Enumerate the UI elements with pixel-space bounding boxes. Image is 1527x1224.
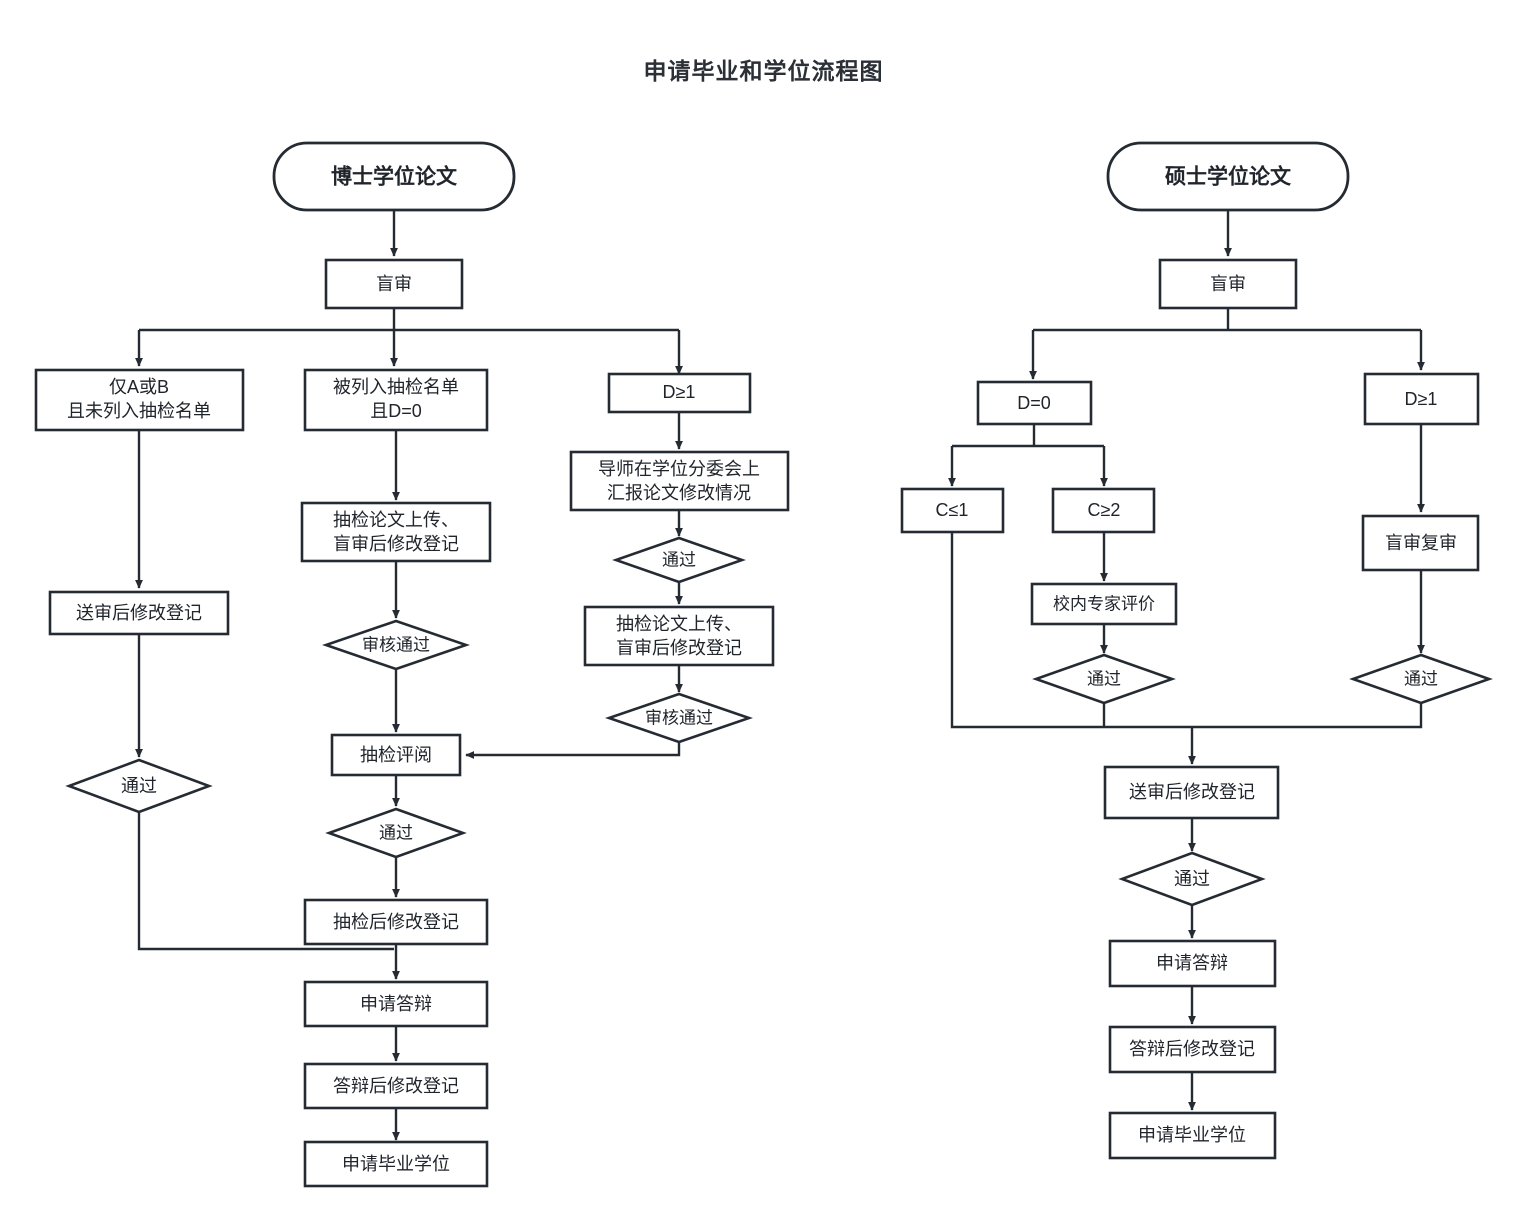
- edge-cle1-join-main: [950, 532, 1192, 729]
- node-label: 通过: [121, 776, 157, 796]
- node-doctoral-branch-a-or-b[interactable]: 仅A或B 且未列入抽检名单: [34, 368, 245, 432]
- node-label: 盲审复审: [1385, 533, 1457, 553]
- node-doctoral-pass-right[interactable]: 通过: [612, 536, 746, 584]
- node-label-line1: 抽检论文上传、: [333, 510, 459, 530]
- node-doctoral-pass-2[interactable]: 通过: [325, 807, 467, 859]
- node-label-line2: 且未列入抽检名单: [67, 401, 211, 421]
- node-label-line2: 且D=0: [370, 401, 422, 421]
- node-label: 通过: [379, 823, 413, 842]
- node-label: 抽检后修改登记: [333, 912, 459, 932]
- edge-pass1-join-main: [137, 812, 394, 951]
- node-label: 通过: [662, 550, 696, 569]
- node-doctoral-apply-defense[interactable]: 申请答辩: [303, 980, 489, 1028]
- node-label: 盲审: [376, 274, 412, 294]
- node-master-blind-review[interactable]: 盲审: [1158, 258, 1298, 310]
- node-doctoral-blind-review[interactable]: 盲审: [324, 258, 464, 310]
- node-label-line1: 被列入抽检名单: [333, 377, 459, 397]
- node-label-line2: 盲审后修改登记: [616, 638, 742, 658]
- node-label: 通过: [1174, 869, 1210, 889]
- node-master-post-defense-edit[interactable]: 答辩后修改登记: [1108, 1025, 1277, 1074]
- node-label: 审核通过: [362, 635, 430, 654]
- node-label-line2: 盲审后修改登记: [333, 534, 459, 554]
- node-master-internal-expert[interactable]: 校内专家评价: [1030, 582, 1178, 626]
- node-label: 送审后修改登记: [76, 603, 202, 623]
- node-doctoral-pass-1[interactable]: 通过: [65, 758, 213, 814]
- node-doctoral-audit-pass-right[interactable]: 审核通过: [604, 692, 754, 744]
- doctoral-flow: 博士学位论文 盲审 仅A或B 且未列入抽检名单 送审后修改登记: [34, 141, 790, 1188]
- node-doctoral-post-sampling-edit[interactable]: 抽检后修改登记: [303, 898, 489, 946]
- node-label: 申请答辩: [360, 994, 432, 1014]
- node-label-line1: 仅A或B: [109, 377, 169, 397]
- node-label: 申请毕业学位: [1138, 1125, 1246, 1145]
- page-title: 申请毕业和学位流程图: [643, 58, 884, 84]
- node-label: D≥1: [1405, 389, 1438, 409]
- node-master-c-le-1[interactable]: C≤1: [900, 487, 1005, 534]
- node-label: 盲审: [1210, 274, 1246, 294]
- node-label: 硕士学位论文: [1165, 165, 1292, 189]
- edge-auditpassright-to-samplingreview: [465, 742, 681, 759]
- node-master-blind-recheck[interactable]: 盲审复审: [1361, 514, 1480, 572]
- node-label: C≥2: [1088, 500, 1121, 520]
- node-label: 审核通过: [645, 708, 713, 727]
- node-label: 申请毕业学位: [342, 1154, 450, 1174]
- node-label: 抽检评阅: [360, 745, 432, 765]
- node-master-d-eq-0[interactable]: D=0: [976, 380, 1093, 426]
- node-doctoral-upload-right[interactable]: 抽检论文上传、 盲审后修改登记: [583, 605, 775, 667]
- node-label: 通过: [1404, 669, 1438, 688]
- node-master-apply-defense[interactable]: 申请答辩: [1108, 939, 1277, 988]
- node-label: C≤1: [936, 500, 969, 520]
- node-label: 博士学位论文: [331, 165, 458, 189]
- node-master-c-ge-2[interactable]: C≥2: [1051, 487, 1156, 534]
- node-doctoral-post-defense-edit[interactable]: 答辩后修改登记: [303, 1062, 489, 1110]
- node-label: 送审后修改登记: [1129, 782, 1255, 802]
- node-label: D≥1: [663, 382, 696, 402]
- node-master-pass-expert[interactable]: 通过: [1032, 653, 1176, 705]
- node-doctoral-branch-d-ge-1[interactable]: D≥1: [607, 372, 752, 414]
- node-label: 答辩后修改登记: [333, 1076, 459, 1096]
- node-master-post-review-edit[interactable]: 送审后修改登记: [1103, 765, 1280, 820]
- node-label: D=0: [1017, 393, 1051, 413]
- node-doctoral-advisor-report[interactable]: 导师在学位分委会上 汇报论文修改情况: [569, 450, 790, 512]
- node-doctoral-apply-degree[interactable]: 申请毕业学位: [303, 1140, 489, 1188]
- node-doctoral-upload-mid[interactable]: 抽检论文上传、 盲审后修改登记: [300, 501, 492, 563]
- node-master-pass-final[interactable]: 通过: [1118, 851, 1266, 907]
- node-label: 申请答辩: [1156, 953, 1228, 973]
- node-doctoral-post-review-edit[interactable]: 送审后修改登记: [48, 590, 230, 636]
- node-doctoral-sampling-review[interactable]: 抽检评阅: [330, 733, 462, 777]
- edge-passrecheck-join-main: [1192, 703, 1423, 729]
- node-doctoral-terminator[interactable]: 博士学位论文: [272, 141, 516, 212]
- node-master-terminator[interactable]: 硕士学位论文: [1106, 141, 1350, 212]
- node-label: 校内专家评价: [1053, 594, 1155, 613]
- node-master-d-ge-1[interactable]: D≥1: [1363, 372, 1480, 426]
- node-label: 答辩后修改登记: [1129, 1039, 1255, 1059]
- node-doctoral-branch-sampled[interactable]: 被列入抽检名单 且D=0: [303, 368, 489, 432]
- node-label-line1: 导师在学位分委会上: [598, 459, 760, 479]
- node-doctoral-audit-pass-mid[interactable]: 审核通过: [321, 619, 471, 671]
- node-label-line1: 抽检论文上传、: [616, 614, 742, 634]
- master-flow: 硕士学位论文 盲审 D=0 C≤1 C≥2: [900, 141, 1493, 1160]
- node-master-apply-degree[interactable]: 申请毕业学位: [1108, 1111, 1277, 1160]
- node-master-pass-recheck[interactable]: 通过: [1349, 653, 1493, 705]
- node-label: 通过: [1087, 669, 1121, 688]
- node-label-line2: 汇报论文修改情况: [607, 483, 751, 503]
